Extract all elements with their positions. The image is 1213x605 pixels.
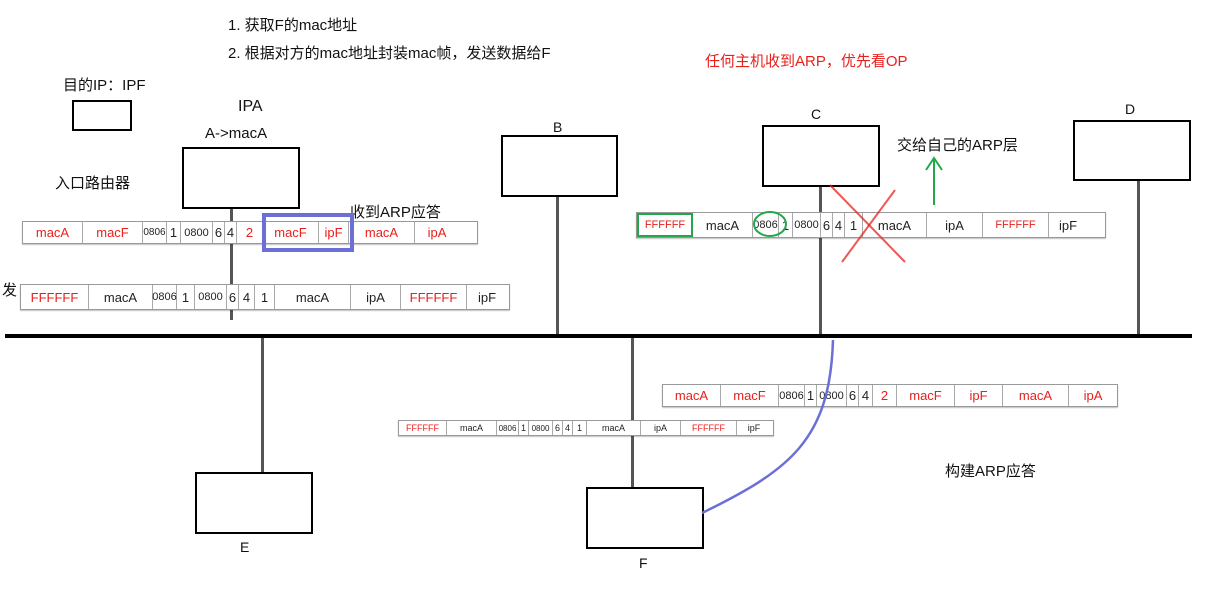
frame-cell: 4 [239,285,255,309]
frame-cell: macA [447,421,497,435]
frame-cell: macA [663,385,721,406]
frame-cell: macA [1003,385,1069,406]
deliver-arrow-head [925,156,943,171]
frame-cell: 2 [237,222,263,243]
frame-cell: 1 [573,421,587,435]
frame-cell: ipF [477,289,497,305]
frame-cell: macA [349,222,415,243]
frame-cell: ipF [319,222,349,243]
router-drop-line [230,207,233,320]
host-b-drop-line [556,195,559,335]
arp-request-frame-sent: FFFFFF macA 0806 1 0800 6 4 1 macA ipA F… [20,284,510,310]
host-d-box [1073,120,1191,181]
host-f-box [586,487,704,549]
frame-cell: macF [263,222,319,243]
frame-cell: 6 [847,385,859,406]
frame-cell: macA [587,421,641,435]
frame-cell: 0800 [529,421,553,435]
op-note: 任何主机收到ARP，优先看OP [705,53,908,70]
frame-cell: ipA [641,421,681,435]
host-d-label: D [1125,101,1136,117]
frame-cell: macA [863,213,927,237]
frame-cell: ipA [351,285,401,309]
frame-cell: 6 [821,213,833,237]
frame-cell: 1 [177,285,195,309]
frame-cell: ipF [955,385,1003,406]
frame-cell: 6 [227,285,239,309]
frame-cell: FFFFFF [21,285,89,309]
build-reply-label: 构建ARP应答 [945,463,1036,480]
host-c-box [762,125,880,187]
frame-cell: 0806 [152,285,177,309]
frame-cell: 1 [805,385,817,406]
frame-cell: 0806 [143,222,167,243]
frame-cell: 4 [225,222,237,243]
frame-cell: 0800 [817,385,847,406]
frame-cell: 6 [213,222,225,243]
frame-cell: 1 [779,213,793,237]
frame-cell: FFFFFF [983,213,1049,237]
frame-cell: macA [275,285,351,309]
frame-cell: 0806 [497,421,519,435]
frame-cell: ipA [1083,388,1103,403]
frame-cell: 4 [563,421,573,435]
host-e-box [195,472,313,534]
host-e-label: E [240,539,250,555]
frame-cell: macF [83,222,143,243]
frame-cell: FFFFFF [637,213,693,237]
frame-cell: 4 [859,385,873,406]
frame-cell: macF [897,385,955,406]
received-reply-label: 收到ARP应答 [350,204,441,221]
frame-cell: 0806 [779,385,805,406]
a-maca-label: A->macA [205,125,268,142]
frame-cell: macF [721,385,779,406]
host-d-drop-line [1137,178,1140,336]
frame-cell: 0806 [753,213,779,237]
host-b-box [501,135,618,197]
frame-cell: 4 [833,213,845,237]
router-box [182,147,300,209]
host-f-drop-line [631,338,634,488]
frame-cell: 1 [167,222,181,243]
target-ip-box [72,100,132,131]
frame-cell: FFFFFF [401,285,467,309]
frame-cell: 0800 [195,285,227,309]
frame-cell: 1 [845,213,863,237]
frame-cell: ipF [747,423,761,433]
host-e-drop-line [261,338,264,473]
host-c-drop-line [819,186,822,336]
step-2: 2. 根据对方的mac地址封装mac帧，发送数据给F [228,45,551,62]
frame-cell: 0800 [793,213,821,237]
arp-request-frame-host-c: FFFFFF macA 0806 1 0800 6 4 1 macA ipA F… [636,212,1106,238]
host-f-label: F [639,555,648,571]
arp-request-frame-host-f: FFFFFF macA 0806 1 0800 6 4 1 macA ipA F… [398,420,774,436]
frame-cell: 6 [553,421,563,435]
frame-cell: ipF [1058,217,1078,233]
frame-cell: macA [89,285,153,309]
arp-reply-frame-host-f: macA macF 0806 1 0800 6 4 2 macF ipF mac… [662,384,1118,407]
ipa-label: IPA [238,98,263,115]
frame-cell: ipA [927,213,983,237]
router-label: 入口路由器 [55,175,131,192]
step-1: 1. 获取F的mac地址 [228,17,358,34]
host-c-label: C [811,106,822,122]
arp-reply-frame-received: macA macF 0806 1 0800 6 4 2 macF ipF mac… [22,221,478,244]
frame-cell: 1 [519,421,529,435]
frame-cell: ipA [427,225,447,240]
frame-cell: 1 [255,285,275,309]
send-label: 发 [2,282,18,299]
frame-cell: 2 [873,385,897,406]
deliver-arp-label: 交给自己的ARP层 [897,137,1018,154]
network-bus [5,334,1192,338]
target-ip-label: 目的IP：IPF [63,77,146,94]
frame-cell: 0800 [181,222,213,243]
frame-cell: macA [23,222,83,243]
host-b-label: B [553,119,563,135]
frame-cell: macA [693,213,753,237]
frame-cell: FFFFFF [399,421,447,435]
frame-cell: FFFFFF [681,421,737,435]
